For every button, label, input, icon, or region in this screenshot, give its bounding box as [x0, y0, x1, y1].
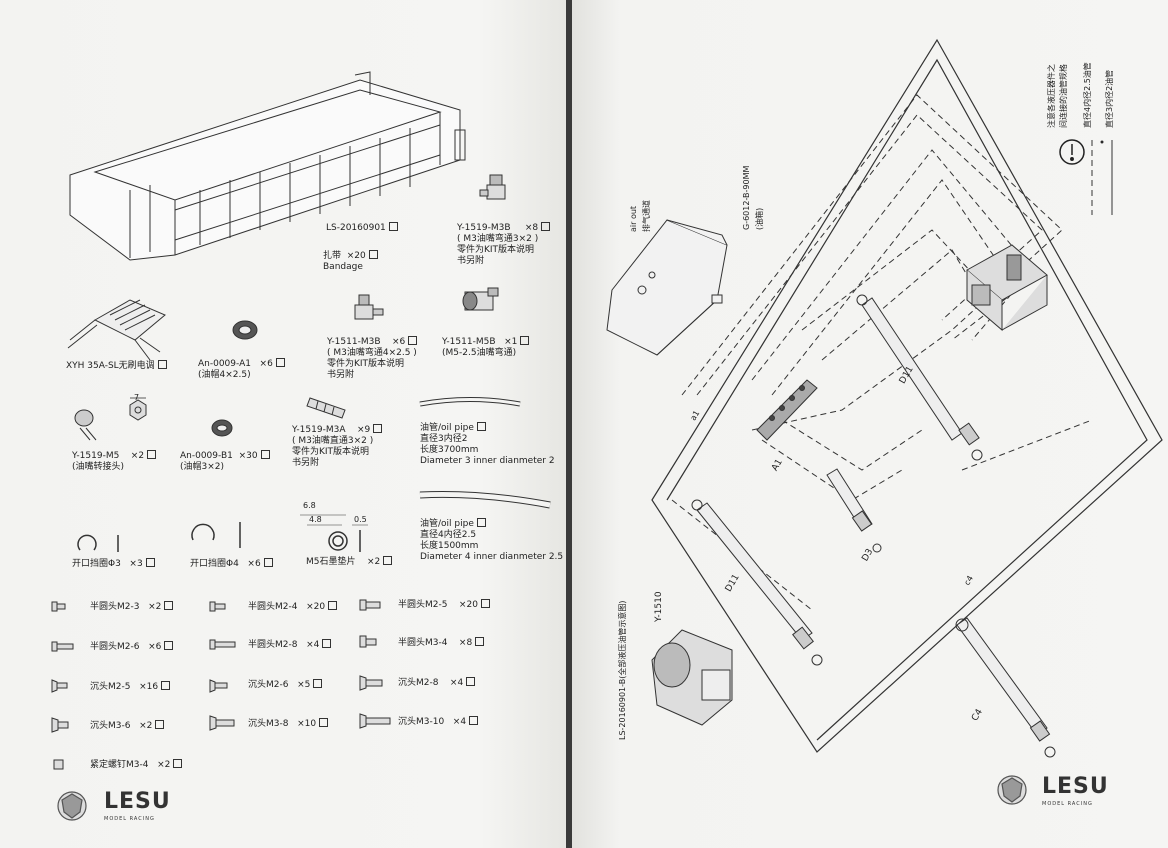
elbow-1511-m3b-drawing: [354, 294, 384, 320]
hydraulic-diagram: [606, 38, 1163, 805]
clip-drawing: [77, 514, 368, 552]
screw-item: 半圆头M2-4 ×20: [248, 601, 338, 613]
an0009-b1-label: An-0009-B1 ×30 (油帽3×2): [180, 450, 270, 473]
screw-item: 半圆头M2-3 ×2: [90, 601, 174, 613]
y1511-m3b-label: Y-1511-M3B ×6 ( M3油嘴弯通4×2.5 ) 零件为KIT版本说明…: [327, 336, 418, 380]
bandage-label: 扎带 ×20 Bandage: [323, 250, 378, 273]
oil-pipe-4mm-label: 油管/oil pipe 直径4内径2.5 长度1500mm Diameter 4…: [420, 518, 564, 562]
gasket-dim-thickness: 0.5: [354, 515, 367, 524]
notice-line-1: 注意各液压器件之: [1047, 64, 1056, 128]
screw-item: 沉头M2-6 ×5: [248, 679, 323, 691]
oil-pipe-3mm-label: 油管/oil pipe 直径3内径2 长度3700mm Diameter 3 i…: [420, 422, 555, 466]
screw-item: 半圆头M2-6 ×6: [90, 641, 174, 653]
adapter-m5-drawing: [74, 397, 147, 441]
lesu-logo-left: LESU: [104, 789, 171, 814]
tank-desc-label: (油箱): [755, 207, 764, 230]
notice-line-2: 间连接的油管规格: [1059, 64, 1068, 128]
lesu-logo-right: LESU: [1042, 774, 1109, 799]
left-page-drawings: [51, 71, 551, 821]
legend-solid-label: 直径4内径2.5油管: [1083, 62, 1092, 128]
cylinder-c4: [955, 617, 1056, 758]
tank-code-label: G-6012-B-90MM: [742, 165, 751, 230]
solid-pipe-routes: [651, 38, 1163, 753]
model-racing-left: MODEL RACING: [104, 816, 155, 822]
pump-code-label: Y-1510: [654, 591, 664, 622]
lion-logo-emblem-right: [997, 775, 1027, 805]
elbow-m5b-drawing: [462, 287, 499, 311]
dump-bed-drawing: [69, 71, 466, 261]
left-page: LS-20160901 扎带 ×20 Bandage Y-1519-M3B ×8…: [0, 0, 566, 848]
straight-m3a-drawing: [306, 397, 346, 419]
cylinder-d3: [826, 468, 882, 553]
ls-20160901-label: LS-20160901: [326, 222, 398, 234]
gasket-label: M5石墨垫片 ×2: [306, 556, 393, 568]
model-racing-right: MODEL RACING: [1042, 801, 1093, 807]
y1519-m3b-label: Y-1519-M3B ×8 ( M3油嘴弯通3×2 ) 零件为KIT版本说明 书…: [457, 222, 551, 267]
gasket-dim-outer: 6.8: [303, 501, 316, 510]
legend-lines: [1091, 140, 1113, 215]
screw-item: 紧定螺钉M3-4 ×2: [90, 759, 183, 771]
lion-logo-emblem: [57, 791, 87, 821]
pump-motor-drawing: [651, 629, 733, 726]
control-valve-drawing: [966, 244, 1048, 332]
cap-b1-drawing: [211, 419, 233, 437]
gasket-dim-inner: 4.8: [309, 515, 322, 524]
clip-3-label: 开口挡圈Φ3 ×3: [72, 558, 155, 570]
elbow-m3b-drawing: [479, 174, 506, 200]
warning-icon: [1059, 139, 1085, 165]
screw-item: 沉头M3-10 ×4: [398, 716, 479, 728]
cylinder-d11-lower: [691, 499, 823, 666]
y1519-m3a-label: Y-1519-M3A ×9 ( M3油嘴直通3×2 ) 零件为KIT版本说明 书…: [292, 424, 383, 469]
screw-item: 沉头M3-8 ×10: [248, 718, 329, 730]
esc-drawing: [67, 299, 166, 361]
screw-item: 半圆头M2-8 ×4: [248, 639, 332, 651]
cap-a1-drawing: [232, 320, 258, 340]
clip-4-label: 开口挡圈Φ4 ×6: [190, 558, 273, 570]
air-out-en-label: air out: [629, 205, 638, 232]
diagram-title: LS-20160901-B(全部液压油管示意图): [618, 600, 627, 740]
screw-icons: [51, 599, 391, 770]
xyh-esc-label: XYH 35A-SL无刷电调: [66, 360, 167, 372]
air-out-cn-label: 排气通道: [642, 200, 651, 232]
screw-item: 半圆头M2-5 ×20: [398, 599, 490, 611]
legend-dashed-label: 直径3内径2油管: [1105, 69, 1114, 128]
right-page: 注意各液压器件之 间连接的油管规格 直径4内径2.5油管 直径3内径2油管 G-…: [572, 0, 1168, 848]
y1511-m5b-label: Y-1511-M5B ×1 (M5-2.5油嘴弯通): [442, 336, 530, 359]
screw-item: 沉头M2-8 ×4: [398, 677, 476, 689]
cylinder-d11-upper: [856, 294, 983, 461]
dashed-pipe-routes: [671, 94, 1093, 611]
y1519-m5-label: Y-1519-M5 ×2 (油嘴转接头): [72, 450, 157, 473]
manifold-drawing: [756, 379, 818, 441]
dim-7-label: 7: [134, 393, 140, 402]
screw-item: 沉头M3-6 ×2: [90, 720, 165, 732]
screw-item: 沉头M2-5 ×16: [90, 681, 171, 693]
oil-tank-drawing: [606, 219, 728, 356]
screw-item: 半圆头M3-4 ×8: [398, 637, 485, 649]
an0009-a1-label: An-0009-A1 ×6 (油帽4×2.5): [198, 358, 285, 381]
oil-pipe-drawing: [419, 397, 551, 509]
